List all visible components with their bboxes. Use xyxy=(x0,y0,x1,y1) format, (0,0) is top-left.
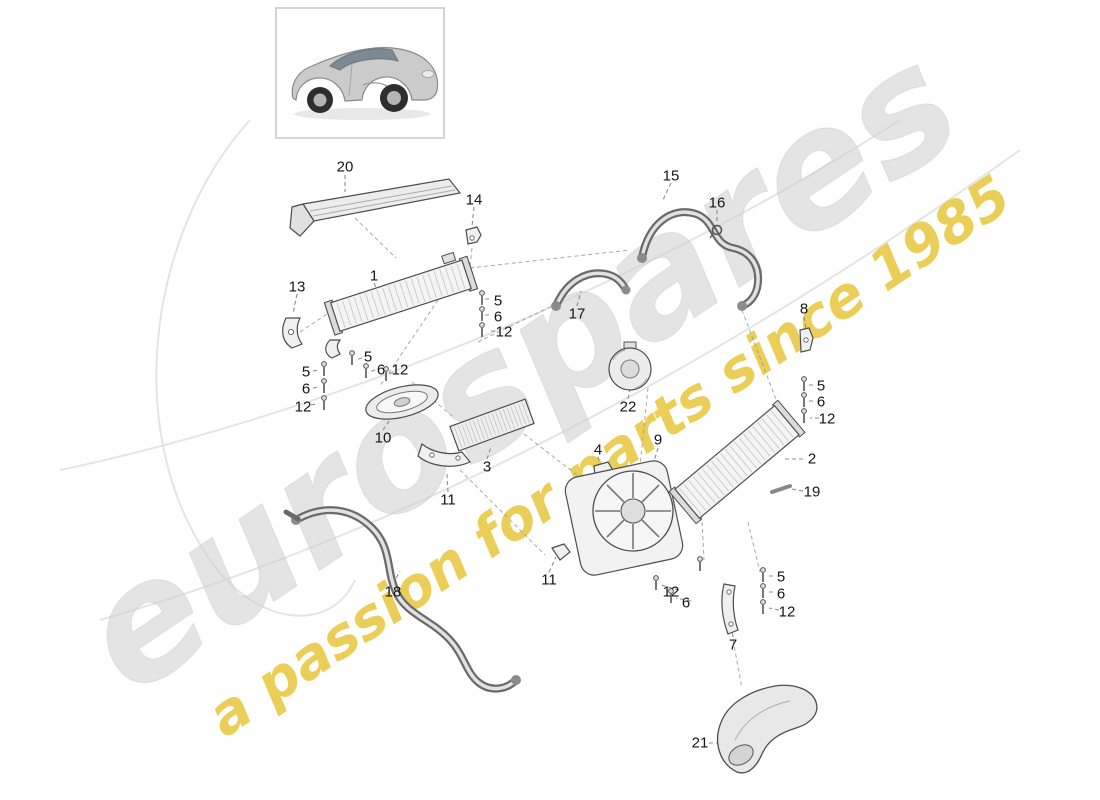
part-11-bracket-lower xyxy=(551,543,571,561)
part-label-5[interactable]: 5 xyxy=(302,364,310,381)
part-label-12[interactable]: 12 xyxy=(496,324,513,341)
fasteners xyxy=(321,290,807,614)
part-label-13[interactable]: 13 xyxy=(289,279,306,296)
part-label-11[interactable]: 11 xyxy=(440,492,456,509)
part-3-cooler xyxy=(449,398,535,452)
part-1-radiator xyxy=(323,251,479,336)
part-label-9[interactable]: 9 xyxy=(654,432,662,449)
fastener-icon xyxy=(349,350,355,365)
part-label-16[interactable]: 16 xyxy=(709,195,726,212)
part-label-11[interactable]: 11 xyxy=(541,572,557,589)
part-label-12[interactable]: 12 xyxy=(392,362,409,379)
part-7-bracket xyxy=(721,583,739,635)
part-label-5[interactable]: 5 xyxy=(777,569,785,586)
radiator-mount-bracket xyxy=(325,339,342,359)
part-label-18[interactable]: 18 xyxy=(385,584,402,601)
part-label-15[interactable]: 15 xyxy=(663,168,680,185)
part-label-5[interactable]: 5 xyxy=(817,378,825,395)
fastener-icon xyxy=(760,583,766,598)
part-label-6[interactable]: 6 xyxy=(682,595,690,612)
fastener-icon xyxy=(363,363,369,378)
part-label-10[interactable]: 10 xyxy=(375,430,392,447)
part-17-hose xyxy=(551,269,631,311)
assembly-web-lines xyxy=(299,217,781,689)
part-label-20[interactable]: 20 xyxy=(337,159,354,176)
part-label-6[interactable]: 6 xyxy=(777,586,785,603)
part-label-5[interactable]: 5 xyxy=(364,349,372,366)
fastener-icon xyxy=(801,392,807,407)
fastener-icon xyxy=(479,290,485,305)
parts-layer xyxy=(282,178,818,774)
part-label-12[interactable]: 12 xyxy=(779,604,796,621)
fastener-icon xyxy=(321,378,327,393)
part-11-bracket-upper xyxy=(417,442,471,467)
part-label-6[interactable]: 6 xyxy=(377,362,385,379)
fastener-icon xyxy=(383,366,389,381)
part-21-air-duct xyxy=(717,684,818,774)
watermark-brand: eurospares xyxy=(47,9,990,730)
part-label-6[interactable]: 6 xyxy=(302,381,310,398)
part-label-3[interactable]: 3 xyxy=(483,459,491,476)
part-label-2[interactable]: 2 xyxy=(808,451,816,468)
part-16-clip xyxy=(709,224,723,239)
part-label-17[interactable]: 17 xyxy=(569,306,586,323)
fastener-icon xyxy=(668,588,674,603)
part-label-7[interactable]: 7 xyxy=(729,637,737,654)
part-10-fan-ring xyxy=(365,384,439,420)
watermark: eurospares a passion for parts since 198… xyxy=(47,8,1023,750)
part-label-12[interactable]: 12 xyxy=(819,411,836,428)
car-thumbnail-box xyxy=(275,7,445,139)
fastener-icon xyxy=(697,556,703,571)
fastener-icon xyxy=(321,361,327,376)
fastener-icon xyxy=(760,599,766,614)
part-label-22[interactable]: 22 xyxy=(620,399,637,416)
part-label-12[interactable]: 12 xyxy=(295,399,312,416)
fastener-icon xyxy=(479,322,485,337)
part-label-6[interactable]: 6 xyxy=(494,309,502,326)
part-15-coolant-hose xyxy=(637,208,763,311)
fastener-icon xyxy=(479,306,485,321)
part-13-bracket xyxy=(282,317,303,349)
part-8-bracket xyxy=(799,327,814,353)
car-icon xyxy=(291,47,439,120)
part-label-19[interactable]: 19 xyxy=(804,484,821,501)
part-2-condenser xyxy=(668,399,806,525)
part-19-pin xyxy=(770,484,792,494)
leader-lines xyxy=(292,175,819,744)
part-22-tank xyxy=(608,341,652,391)
part-label-21[interactable]: 21 xyxy=(692,735,709,752)
fastener-icon xyxy=(321,395,327,410)
fastener-icon xyxy=(760,567,766,582)
part-label-6[interactable]: 6 xyxy=(817,394,825,411)
part-14-bracket xyxy=(465,226,482,245)
part-18-hose-line xyxy=(283,506,521,693)
background-swoosh xyxy=(59,119,1021,621)
part-label-8[interactable]: 8 xyxy=(800,301,808,318)
fastener-icon xyxy=(653,575,659,590)
part-label-4[interactable]: 4 xyxy=(594,442,602,459)
fastener-icon xyxy=(801,376,807,391)
part-label-5[interactable]: 5 xyxy=(494,293,502,310)
part-20-air-guide xyxy=(289,178,462,237)
fastener-icon xyxy=(801,408,807,423)
part-label-1[interactable]: 1 xyxy=(370,268,378,285)
part-9-electric-fan xyxy=(564,460,684,576)
part-label-14[interactable]: 14 xyxy=(466,192,483,209)
part-label-12[interactable]: 12 xyxy=(663,584,680,601)
